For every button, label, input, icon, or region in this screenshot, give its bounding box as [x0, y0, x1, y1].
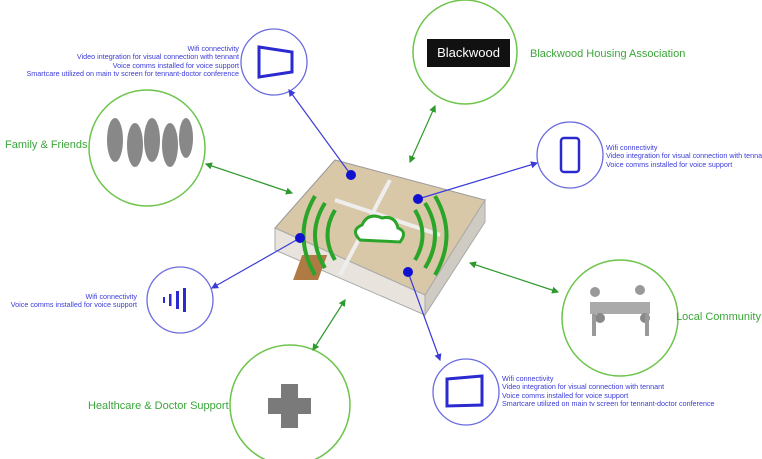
tv-icon [257, 45, 294, 79]
feature-text: Smartcare utilized on main tv screen for… [26, 69, 239, 79]
feature-text: Voice comms installed for voice support [606, 159, 733, 169]
feature-text: Wifi connectivity [606, 143, 658, 152]
tv-icon [445, 374, 484, 408]
healthcare-label: Healthcare & Doctor Support [88, 400, 229, 412]
voice-wave-icon [163, 288, 186, 312]
feature-text: Video integration for visual connection … [76, 52, 239, 62]
family-silhouettes-icon [107, 118, 193, 167]
community-label: Local Community [676, 311, 761, 323]
feature-text: Video integration for visual connection … [502, 382, 665, 392]
community-circle [561, 259, 679, 377]
feature-text: Voice comms installed for voice support [502, 390, 629, 400]
feature-text: Wifi connectivity [187, 44, 239, 53]
feature-text: Wifi connectivity [85, 292, 137, 301]
phone-circle [536, 121, 604, 189]
tv-top-features: Wifi connectivity Video integration for … [26, 44, 239, 79]
family-label: Family & Friends [5, 139, 88, 151]
device-location-dots [295, 170, 423, 277]
cloud-icon [354, 214, 405, 244]
phone-features: Wifi connectivity Video integration for … [606, 143, 762, 169]
voice-circle [146, 266, 214, 334]
puzzle-people-icon [590, 285, 650, 336]
feature-text: Voice comms installed for voice support [112, 60, 239, 70]
support-connection-arrows [204, 104, 560, 352]
house-floorplan-illustration [274, 159, 486, 317]
feature-text: Voice comms installed for voice support [10, 300, 137, 310]
tv-bottom-circle [432, 358, 500, 426]
blackwood-logo: Blackwood [427, 39, 510, 67]
device-connection-arrows [210, 89, 539, 362]
medical-cross-icon [268, 384, 311, 428]
feature-text: Video integration for visual connection … [606, 151, 762, 161]
voice-features: Wifi connectivity Voice comms installed … [10, 292, 137, 310]
feature-text: Wifi connectivity [502, 374, 554, 383]
tv-top-circle [240, 28, 308, 96]
tv-bottom-features: Wifi connectivity Video integration for … [502, 374, 715, 409]
feature-text: Smartcare utilized on main tv screen for… [502, 399, 715, 409]
blackwood-label: Blackwood Housing Association [530, 48, 686, 60]
phone-icon [559, 136, 581, 174]
